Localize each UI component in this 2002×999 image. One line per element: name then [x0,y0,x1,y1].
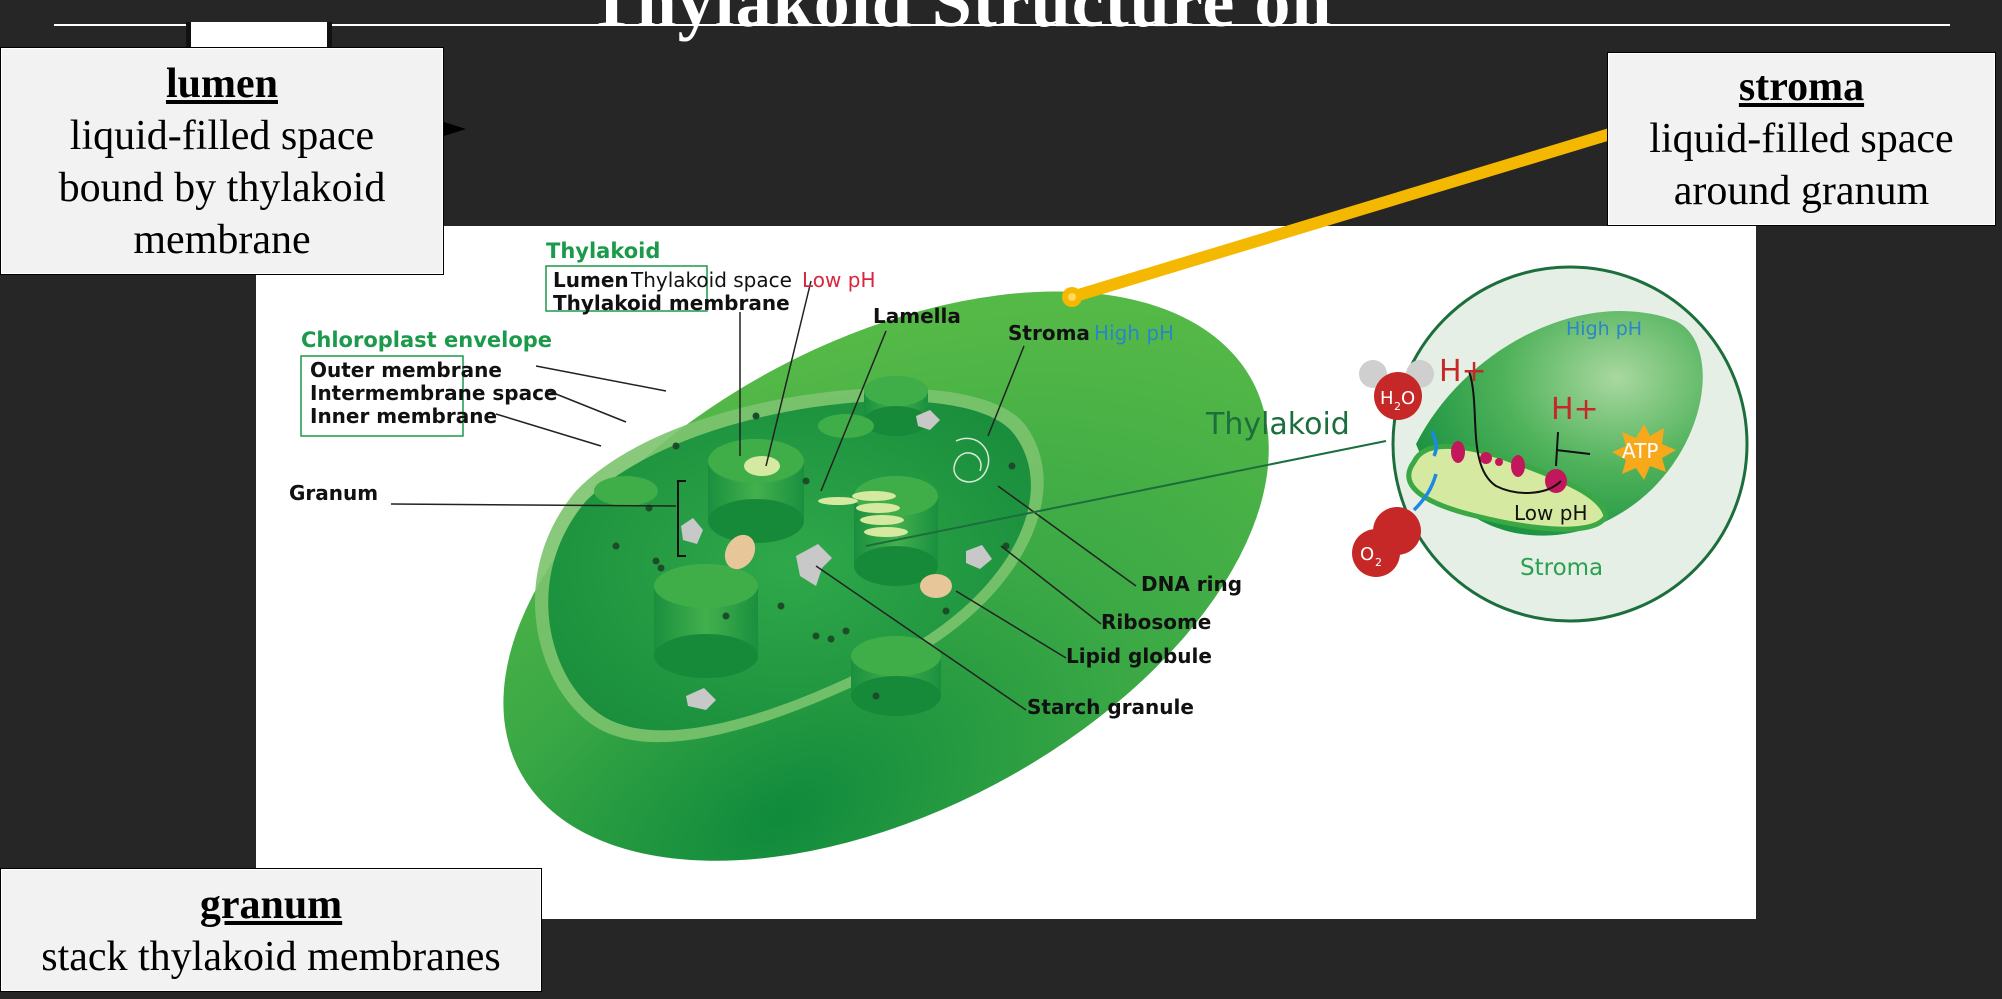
granum-stack-5 [864,376,928,436]
stroma-definition-line: around granum [1673,168,1930,214]
inset-high-ph-label: High pH [1566,318,1642,340]
lipid-globule-label: Lipid globule [1066,644,1212,668]
lipid-globule [724,534,756,570]
o2-label: O [1360,544,1374,565]
granum-label: Granum [289,481,378,505]
stroma-label: Stroma [1008,321,1090,345]
thylakoid-inset [1352,265,1749,623]
lumen-callout: lumen liquid-filled space bound by thyla… [0,47,444,275]
inset-low-ph-label: Low pH [1514,501,1587,525]
lumen-term: lumen [165,61,278,107]
lamella-disks [818,491,908,537]
h-plus-label-2: H+ [1551,392,1599,427]
intermembrane-space-label: Intermembrane space [310,381,558,405]
thylakoid-membrane-label: Thylakoid membrane [553,291,790,315]
granum-term: granum [199,882,343,928]
granum-definition-line: stack thylakoid membranes [41,934,501,980]
inset-stroma-label: Stroma [1520,555,1603,581]
lumen-definition-line: membrane [133,217,311,263]
starch-granule [796,544,832,586]
thylakoid-label-box [545,265,708,312]
h-plus-label-1: H+ [1439,354,1487,389]
granum-callout: granum stack thylakoid membranes [0,868,542,992]
inset-thylakoid-label: Thylakoid [1205,407,1350,442]
inner-membrane-label: Inner membrane [310,404,497,428]
chloroplast-figure: Thylakoid Lumen Thylakoid space Low pH T… [256,226,1756,919]
ribosome-label: Ribosome [1101,610,1211,634]
h2o-label: H [1380,388,1394,409]
granum-stack-1 [708,439,804,543]
h2o-o-label: O [1401,388,1415,409]
stroma-high-ph-label: High pH [1094,321,1174,345]
chloroplast-diagram: Thylakoid Lumen Thylakoid space Low pH T… [289,239,1749,861]
chloroplast-envelope-heading: Chloroplast envelope [301,328,552,352]
dna-ring [953,437,990,483]
granum-stack-4 [851,636,941,716]
envelope-label-box [300,355,464,437]
title-tab-decoration [186,22,332,48]
stroma-term: stroma [1738,64,1865,110]
starch-granule [681,518,703,544]
starch-granule [966,545,992,569]
thylakoid-space-label: Thylakoid space [630,268,792,292]
dna-ring-label: DNA ring [1141,572,1242,596]
lipid-globule [920,574,952,598]
leader-lines [390,280,1137,711]
thylakoid-heading: Thylakoid [546,239,660,263]
thylakoid-connector [865,440,1387,547]
lumen-pointer-arrow [444,122,466,136]
stroma-callout: stroma liquid-filled space around granum [1607,52,1996,226]
low-ph-label: Low pH [802,268,875,292]
lamella-label: Lamella [873,304,961,328]
lumen-definition-line: bound by thylakoid [58,165,386,211]
slide-title: Thylakoid Structure on [587,0,1333,42]
h2o-subscript: 2 [1394,400,1401,413]
title-underline [54,24,1950,26]
granum-stack-6 [594,414,874,506]
granum-bracket [677,480,686,557]
stroma-definition-line: liquid-filled space [1649,116,1954,162]
starch-granule [686,688,716,710]
granum-stack-3 [654,564,758,678]
starch-granule-label: Starch granule [1027,695,1194,719]
starch-granule [916,410,940,430]
outer-membrane-label: Outer membrane [310,358,502,382]
lumen-label: Lumen [553,268,629,292]
lumen-definition-line: liquid-filled space [69,113,375,159]
atp-label: ATP [1622,439,1658,463]
o2-subscript: 2 [1375,556,1382,569]
